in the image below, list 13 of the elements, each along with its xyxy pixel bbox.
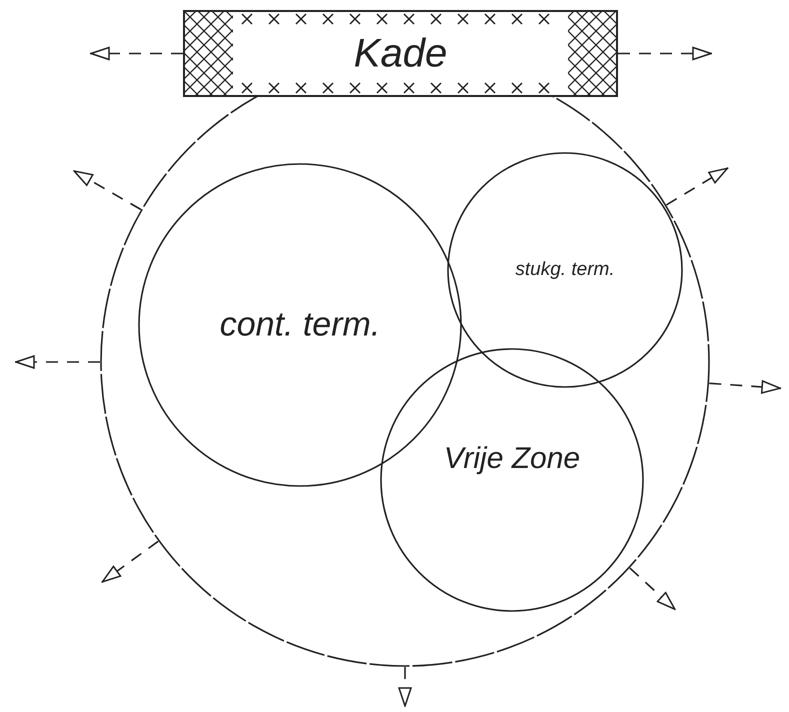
arrow [666,167,729,206]
terminal-label: cont. term. [220,306,380,344]
arrow [15,355,100,369]
arrow [709,380,782,394]
arrow [629,568,676,610]
arrow [618,46,712,60]
zone-label: Vrije Zone [444,442,580,476]
arrow [72,170,142,210]
terminal-label: stukg. term. [515,259,615,281]
arrow [101,540,159,584]
arrow [398,667,412,707]
arrow [90,46,183,60]
quay-label: Kade [354,31,448,76]
